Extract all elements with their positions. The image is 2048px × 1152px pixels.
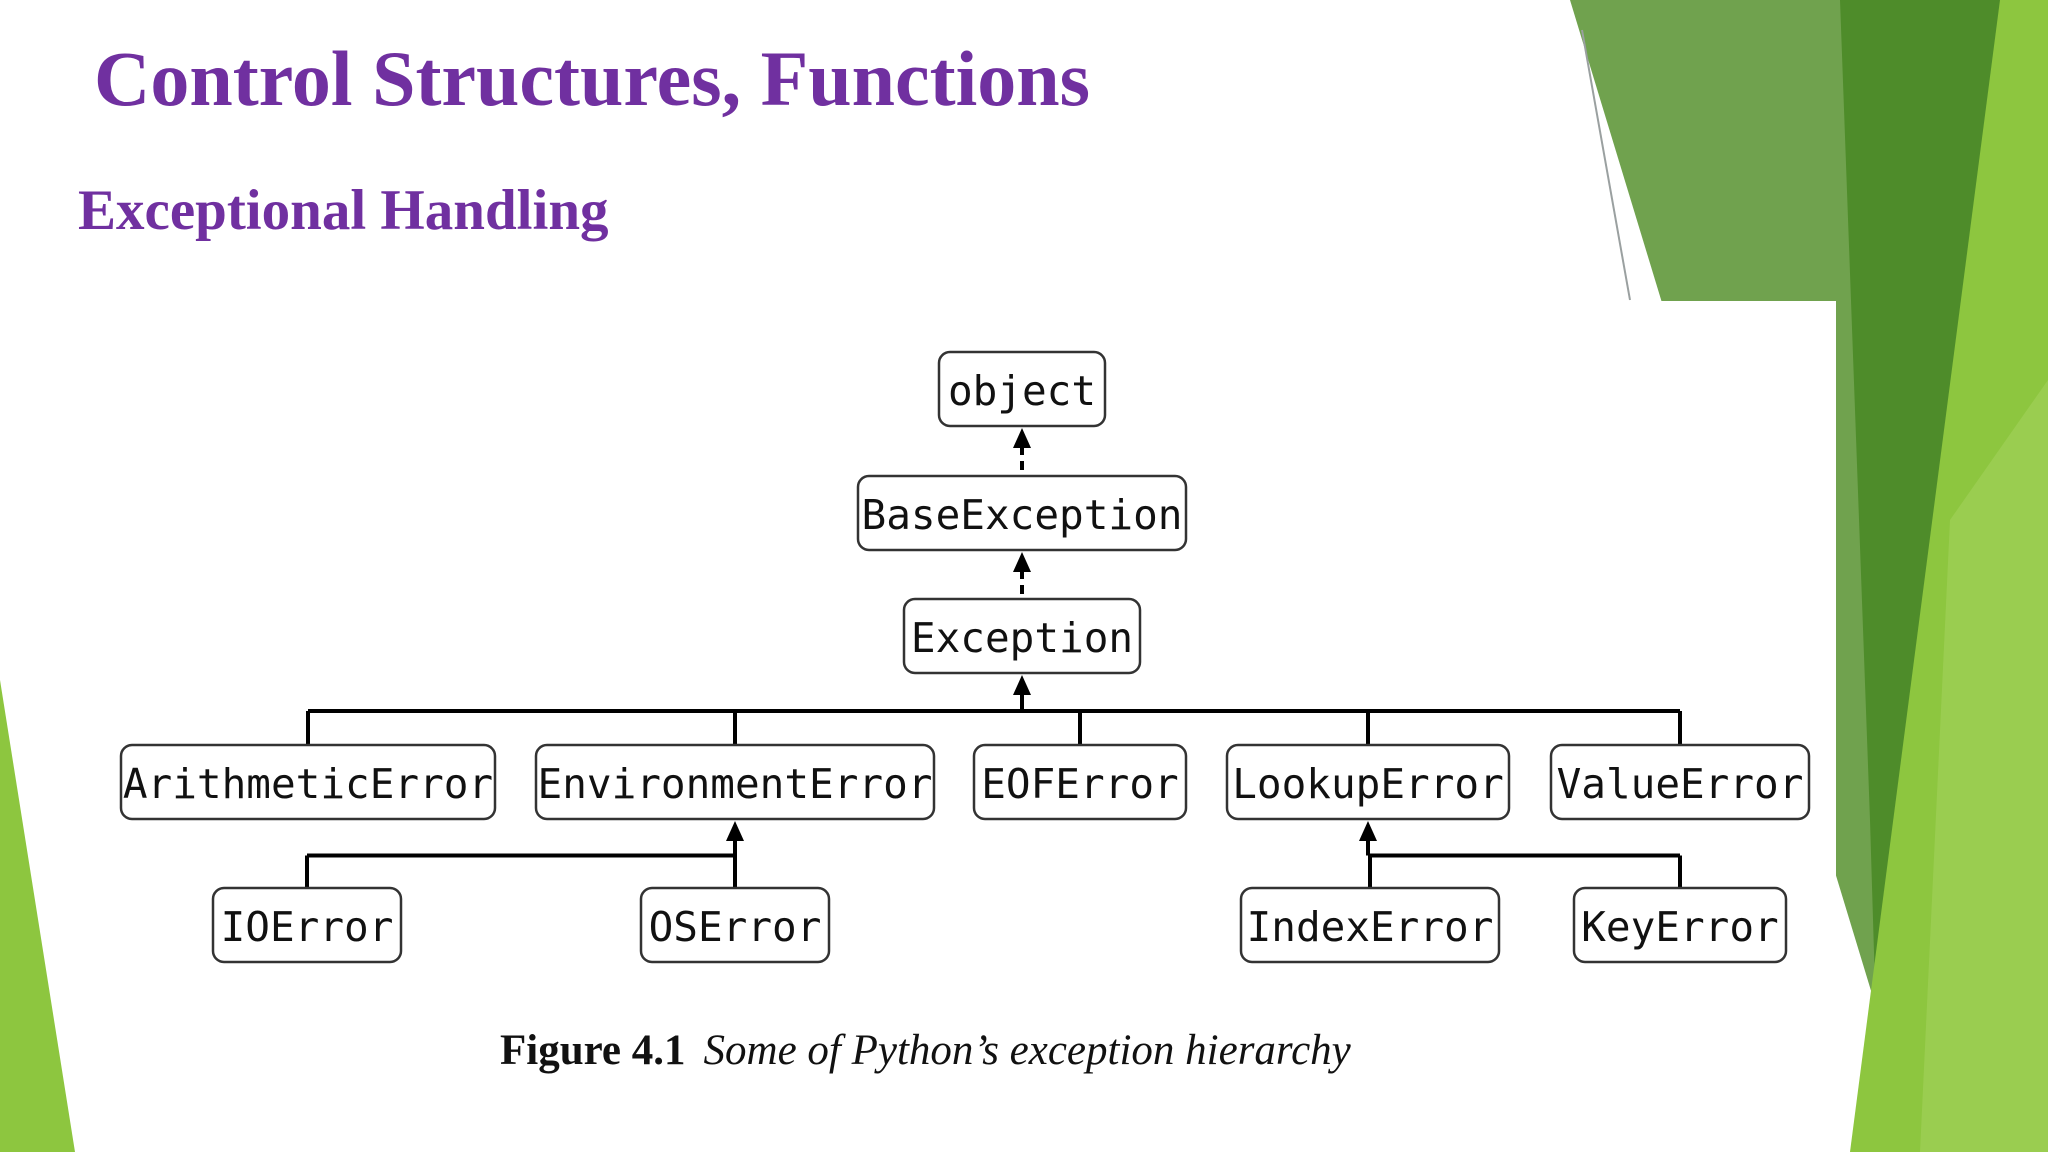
node-exception: Exception — [902, 597, 1142, 675]
arrowhead-object — [1013, 428, 1031, 448]
edges-layer — [305, 428, 1682, 888]
node-box — [1549, 743, 1811, 821]
arrowhead-exception — [1013, 675, 1031, 695]
arrowhead-environment_error — [726, 821, 744, 841]
node-os-error: OSError — [639, 886, 831, 964]
node-label: IOError — [221, 903, 394, 951]
node-label: OSError — [649, 903, 822, 951]
figure-caption: Figure 4.1 Some of Python’s exception hie… — [500, 1026, 1351, 1075]
node-box — [972, 743, 1188, 821]
node-box — [534, 743, 936, 821]
node-label: Exception — [911, 614, 1133, 662]
node-label: object — [948, 367, 1096, 415]
caption-text: Some of Python’s exception hierarchy — [703, 1027, 1351, 1074]
slide-subtitle: Exceptional Handling — [78, 179, 609, 242]
node-label: IndexError — [1247, 903, 1494, 951]
node-box — [1239, 886, 1501, 964]
node-value-error: ValueError — [1549, 743, 1811, 821]
node-base-exception: BaseException — [856, 474, 1188, 552]
node-label: EnvironmentError — [538, 760, 933, 808]
node-box — [856, 474, 1188, 552]
node-box — [902, 597, 1142, 675]
node-box — [937, 350, 1107, 428]
node-io-error: IOError — [211, 886, 403, 964]
caption-label: Figure 4.1 — [500, 1027, 686, 1074]
node-eof-error: EOFError — [972, 743, 1188, 821]
node-environment-error: EnvironmentError — [534, 743, 936, 821]
node-label: EOFError — [981, 760, 1178, 808]
node-box — [119, 743, 497, 821]
node-label: BaseException — [862, 491, 1183, 539]
node-box — [211, 886, 403, 964]
node-index-error: IndexError — [1239, 886, 1501, 964]
node-label: LookupError — [1232, 760, 1504, 808]
divider-line — [1581, 29, 1631, 301]
node-key-error: KeyError — [1572, 886, 1788, 964]
node-box — [1572, 886, 1788, 964]
diagram-panel — [112, 301, 1836, 1127]
node-box — [639, 886, 831, 964]
green-shape-left — [0, 680, 75, 1152]
node-label: ValueError — [1557, 760, 1804, 808]
arrowhead-base_exception — [1013, 552, 1031, 572]
node-object: object — [937, 350, 1107, 428]
node-label: KeyError — [1581, 903, 1778, 951]
node-lookup-error: LookupError — [1225, 743, 1511, 821]
arrowhead-lookup_error — [1359, 821, 1377, 841]
node-arithmetic-error: ArithmeticError — [119, 743, 497, 821]
node-box — [1225, 743, 1511, 821]
green-shape-highlight — [1920, 380, 2048, 1152]
slide-title: Control Structures, Functions — [94, 35, 1090, 122]
node-label: ArithmeticError — [123, 760, 493, 808]
nodes-layer: objectBaseExceptionExceptionArithmeticEr… — [119, 350, 1811, 964]
